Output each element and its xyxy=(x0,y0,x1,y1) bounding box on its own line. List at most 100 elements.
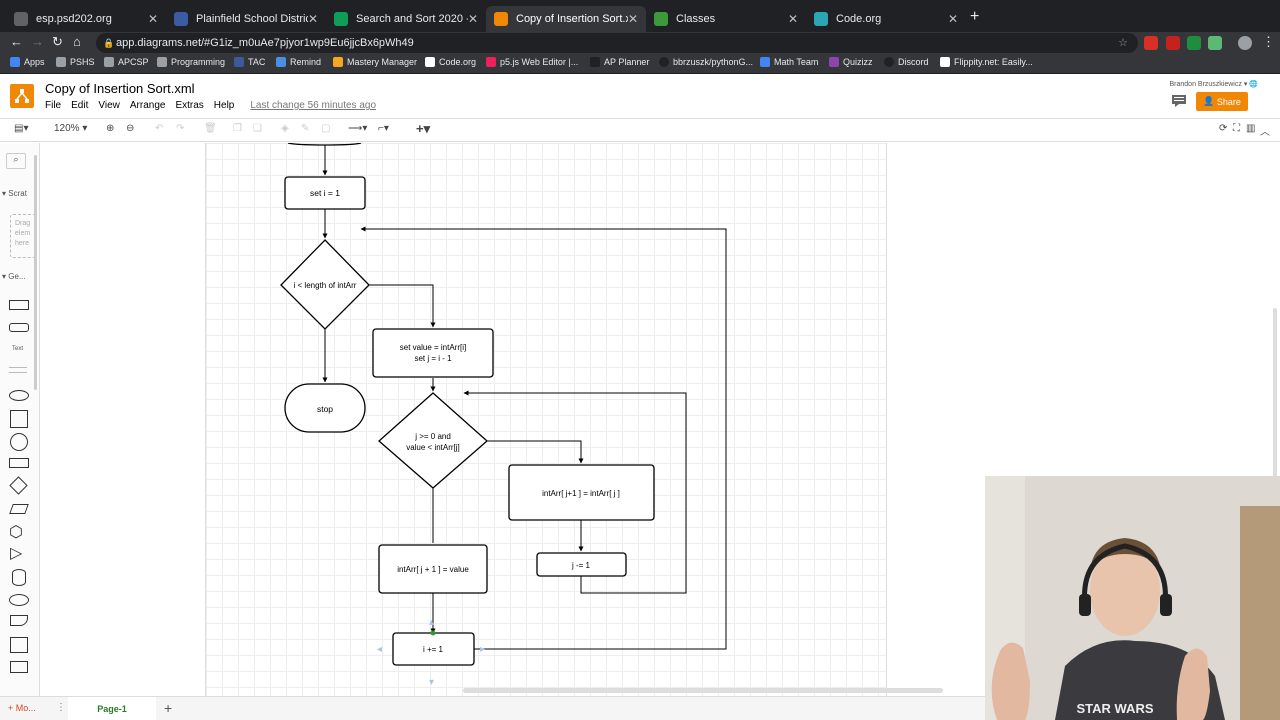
collapse-icon[interactable]: ︿ xyxy=(1260,127,1270,138)
document-title[interactable]: Copy of Insertion Sort.xml xyxy=(45,81,195,96)
waypoints-icon[interactable]: ⌐▾ xyxy=(378,123,389,134)
node-shift[interactable] xyxy=(508,464,655,521)
zoom-in-icon[interactable]: ⊕ xyxy=(106,123,115,134)
url-field[interactable]: 🔒 app.diagrams.net/#G1iz_m0uAe7pjyor1wp9… xyxy=(96,33,1138,53)
close-tab-icon[interactable]: ✕ xyxy=(467,12,478,26)
node-set-i[interactable] xyxy=(284,176,366,210)
redo-icon[interactable]: ↷ xyxy=(176,123,185,134)
browser-tab-esp[interactable]: esp.psd202.org ✕ xyxy=(6,6,166,32)
selection-handles[interactable]: ◂ ▸ ▾ ▴ xyxy=(377,617,485,688)
close-tab-icon[interactable]: ✕ xyxy=(787,12,798,26)
edge-dec-j-loop-back[interactable] xyxy=(463,390,687,594)
menu-extras[interactable]: Extras xyxy=(175,100,204,111)
connect-right-arrow-icon[interactable]: ▸ xyxy=(480,644,485,655)
browser-tab-classes[interactable]: Classes ✕ xyxy=(646,6,806,32)
node-cond-j[interactable] xyxy=(378,392,488,489)
to-front-icon[interactable]: ❐ xyxy=(233,123,242,134)
bookmark-codeorg[interactable]: Code.org xyxy=(425,57,476,67)
new-tab-icon[interactable]: + xyxy=(970,8,980,25)
connect-left-arrow-icon[interactable]: ◂ xyxy=(377,644,382,655)
undo-icon[interactable]: ↶ xyxy=(155,123,164,134)
browser-tab-insertion-sort[interactable]: Copy of Insertion Sort.xml - dr ✕ xyxy=(486,6,646,32)
shape-search-icon[interactable]: ⌕ xyxy=(6,153,26,169)
shape-hexagon[interactable]: ⬡ xyxy=(9,524,23,541)
extension-icon[interactable] xyxy=(1166,36,1180,50)
connect-down-arrow-icon[interactable]: ▾ xyxy=(429,677,434,688)
close-tab-icon[interactable]: ✕ xyxy=(947,12,958,26)
shape-document[interactable] xyxy=(10,615,28,626)
menu-edit[interactable]: Edit xyxy=(71,100,89,111)
bookmark-tac[interactable]: TAC xyxy=(234,57,265,67)
browser-tab-plainfield[interactable]: Plainfield School District 202 - ✕ xyxy=(166,6,326,32)
back-icon[interactable]: ← xyxy=(10,34,23,49)
bookmark-p5js[interactable]: p5.js Web Editor |... xyxy=(486,57,578,67)
shape-parallelogram[interactable] xyxy=(9,504,29,514)
bookmark-math-team[interactable]: Math Team xyxy=(760,57,818,67)
close-tab-icon[interactable]: ✕ xyxy=(627,12,638,26)
fullscreen-icon[interactable]: ⛶ xyxy=(1233,123,1240,134)
shape-diamond[interactable] xyxy=(9,476,28,495)
shape-triangle[interactable]: ▷ xyxy=(10,545,23,562)
menu-file[interactable]: File xyxy=(45,100,62,111)
format-panel-icon[interactable]: ▤▾ xyxy=(14,123,29,134)
last-change-link[interactable]: Last change 56 minutes ago xyxy=(250,100,377,111)
bookmark-remind[interactable]: Remind xyxy=(276,57,321,67)
menu-help[interactable]: Help xyxy=(213,100,235,111)
menu-arrange[interactable]: Arrange xyxy=(129,100,166,111)
bookmark-quizizz[interactable]: Quizizz xyxy=(829,57,873,67)
node-place[interactable] xyxy=(378,544,488,594)
shape-rounded-rectangle[interactable] xyxy=(9,323,29,332)
shape-ellipse[interactable] xyxy=(9,390,29,401)
shadow-icon[interactable]: ▢ xyxy=(321,123,331,134)
to-back-icon[interactable]: ❏ xyxy=(253,123,262,134)
share-button[interactable]: 👤 Share xyxy=(1196,92,1248,111)
diagram-canvas[interactable]: ◂ ▸ ▾ ▴ set i = 1 i < length of intArr s… xyxy=(41,143,1280,696)
canvas-horizontal-scrollbar[interactable] xyxy=(463,688,943,693)
connect-up-arrow-icon[interactable]: ▴ xyxy=(429,617,434,628)
connection-point[interactable] xyxy=(430,630,436,636)
bookmark-discord[interactable]: Discord xyxy=(884,57,929,67)
shape-square[interactable] xyxy=(10,410,28,428)
close-tab-icon[interactable]: ✕ xyxy=(147,12,158,26)
close-tab-icon[interactable]: ✕ xyxy=(307,12,318,26)
canvas-vertical-scrollbar[interactable] xyxy=(1273,308,1277,518)
shape-textbox[interactable] xyxy=(9,367,27,373)
delete-icon[interactable]: 🗑 xyxy=(204,123,217,134)
sidebar-scrollbar[interactable] xyxy=(34,155,37,390)
browser-tab-codeorg[interactable]: Code.org ✕ xyxy=(806,6,966,32)
bookmark-mastery[interactable]: Mastery Manager xyxy=(333,57,417,67)
shape-container[interactable] xyxy=(10,661,28,673)
page-tab-page-1[interactable]: Page-1 xyxy=(68,697,156,720)
menu-view[interactable]: View xyxy=(98,100,120,111)
zoom-out-icon[interactable]: ⊖ xyxy=(126,123,135,134)
browser-tab-search-sort[interactable]: Search and Sort 2020 - Googl ✕ xyxy=(326,6,486,32)
pages-menu-icon[interactable]: ⋮ xyxy=(56,702,66,713)
scratchpad-drop-area[interactable]: Drag elem here xyxy=(10,214,36,258)
menu-kebab-icon[interactable]: ⋮ xyxy=(1262,34,1275,49)
shape-table[interactable] xyxy=(10,637,28,653)
shape-circle[interactable] xyxy=(10,433,28,451)
shape-text[interactable]: Text xyxy=(12,346,24,352)
bookmark-pshs[interactable]: PSHS xyxy=(56,57,95,67)
fill-color-icon[interactable]: ◈ xyxy=(281,123,289,134)
general-section-header[interactable]: ▾ Ge... xyxy=(2,272,26,281)
panel-toggle-icon[interactable]: ▥ xyxy=(1246,123,1256,134)
node-cond-i[interactable] xyxy=(280,239,370,330)
extension-icon[interactable] xyxy=(1144,36,1158,50)
insert-icon[interactable]: +▾ xyxy=(416,121,431,136)
bookmark-apcsp[interactable]: APCSP xyxy=(104,57,149,67)
connection-icon[interactable]: ⟶▾ xyxy=(348,123,368,134)
bookmark-github[interactable]: bbrzuszk/pythonG... xyxy=(659,57,753,67)
edge-cond-j-to-shift[interactable] xyxy=(487,440,584,464)
zoom-select[interactable]: 120% ▾ xyxy=(54,123,88,134)
bookmark-apps[interactable]: Apps xyxy=(10,57,45,67)
user-name[interactable]: Brandon Brzuszkiewicz ▾ 🌐 xyxy=(1169,81,1259,88)
refresh-icon[interactable]: ⟳ xyxy=(1219,123,1228,134)
start-node[interactable] xyxy=(287,143,362,146)
bookmark-star-icon[interactable]: ☆ xyxy=(1118,37,1128,49)
forward-icon[interactable]: → xyxy=(31,34,44,49)
bookmark-flippity[interactable]: Flippity.net: Easily... xyxy=(940,57,1033,67)
node-stop[interactable] xyxy=(284,383,366,433)
profile-avatar[interactable] xyxy=(1238,36,1252,50)
more-shapes-button[interactable]: + Mo... xyxy=(8,703,36,713)
